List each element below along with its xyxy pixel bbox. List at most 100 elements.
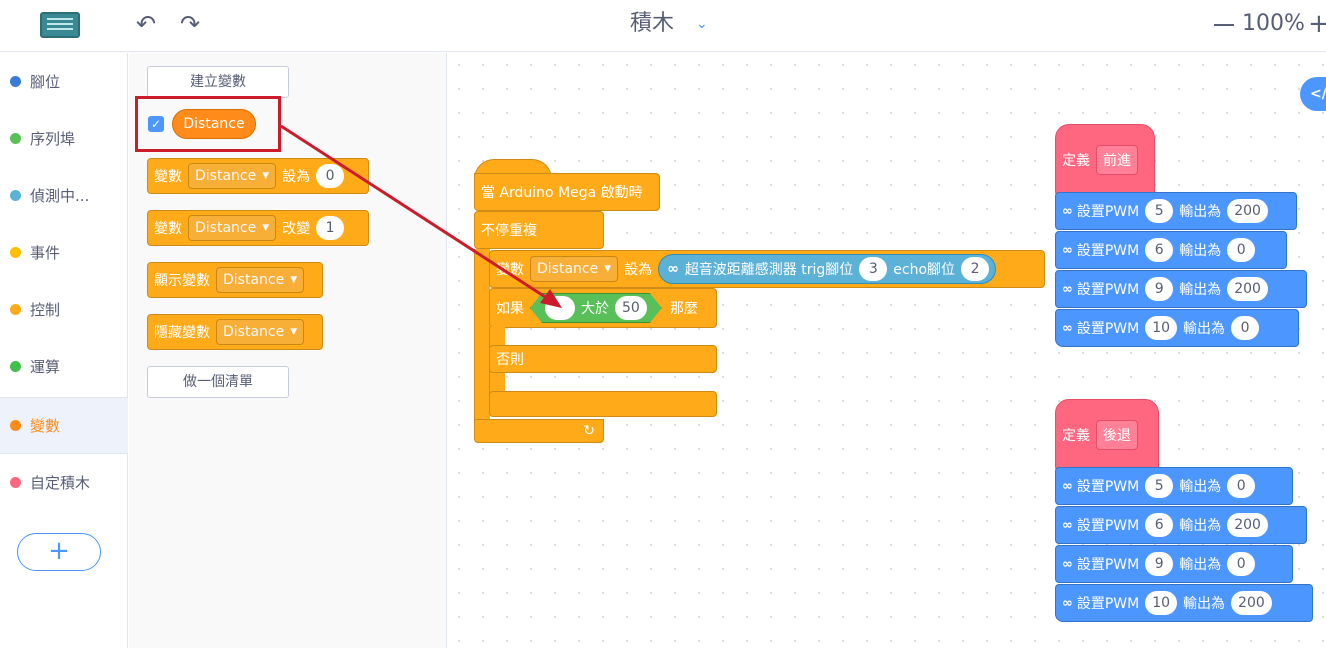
set-variable-block[interactable]: 變數 Distance▼ 設為 ∞ 超音波距離感測器 trig腳位 3 echo… bbox=[489, 250, 1045, 288]
value-input[interactable]: 200 bbox=[1227, 199, 1268, 223]
chevron-down-icon: ⌄ bbox=[696, 16, 708, 32]
link-icon: ∞ bbox=[1062, 242, 1073, 258]
category-events[interactable]: 事件 bbox=[0, 224, 128, 281]
category-label: 腳位 bbox=[30, 73, 61, 91]
dropdown-caret-icon: ▼ bbox=[604, 264, 612, 274]
block-label: 設為 bbox=[282, 169, 311, 185]
category-operators[interactable]: 運算 bbox=[0, 338, 128, 395]
set-pwm-block[interactable]: ∞ 設置PWM 6 輸出為 200 bbox=[1055, 506, 1307, 544]
variable-dropdown[interactable]: Distance▼ bbox=[216, 319, 305, 345]
create-variable-button[interactable]: 建立變數 bbox=[147, 66, 289, 98]
pin-input[interactable]: 6 bbox=[1145, 238, 1174, 262]
set-pwm-block[interactable]: ∞ 設置PWM 10 輸出為 200 bbox=[1055, 584, 1313, 622]
zoom-in-icon[interactable]: + bbox=[1308, 9, 1326, 39]
set-pwm-block[interactable]: ∞ 設置PWM 5 輸出為 0 bbox=[1055, 467, 1293, 505]
pin-input[interactable]: 6 bbox=[1145, 513, 1174, 537]
category-label: 變數 bbox=[30, 417, 61, 435]
echo-pin-input[interactable]: 2 bbox=[961, 257, 990, 281]
mode-selector[interactable]: 積木 ⌄ bbox=[630, 8, 708, 40]
set-pwm-block[interactable]: ∞ 設置PWM 10 輸出為 0 bbox=[1055, 309, 1299, 347]
zoom-level: 100% bbox=[1242, 11, 1305, 36]
value-input[interactable]: 0 bbox=[1227, 474, 1256, 498]
value-input[interactable]: 200 bbox=[1227, 277, 1268, 301]
block-label: 隱藏變數 bbox=[154, 325, 210, 341]
make-list-button[interactable]: 做一個清單 bbox=[147, 366, 289, 398]
pin-input[interactable]: 5 bbox=[1145, 474, 1174, 498]
category-sensing[interactable]: 偵測中... bbox=[0, 167, 128, 224]
category-serial[interactable]: 序列埠 bbox=[0, 110, 128, 167]
category-pins[interactable]: 腳位 bbox=[0, 53, 128, 110]
block-label: 定義 bbox=[1062, 153, 1090, 169]
block-label: 設置PWM bbox=[1076, 518, 1140, 534]
compare-right-input[interactable]: 50 bbox=[615, 296, 647, 320]
value-input[interactable]: 0 bbox=[1227, 552, 1256, 576]
category-dot-icon bbox=[10, 361, 21, 372]
trig-pin-input[interactable]: 3 bbox=[859, 257, 888, 281]
loop-arrow-icon: ↻ bbox=[583, 423, 595, 439]
pin-input[interactable]: 9 bbox=[1145, 552, 1174, 576]
reporter-label: echo腳位 bbox=[893, 262, 956, 278]
value-input[interactable]: 200 bbox=[1231, 591, 1272, 615]
value-input[interactable]: 0 bbox=[316, 164, 345, 188]
operator-label: 大於 bbox=[581, 301, 609, 317]
dropdown-caret-icon: ▼ bbox=[262, 223, 270, 233]
when-start-hat-block[interactable]: 當 Arduino Mega 啟動時 bbox=[474, 173, 660, 211]
pin-input[interactable]: 9 bbox=[1145, 277, 1174, 301]
redo-icon[interactable]: ↷ bbox=[180, 10, 201, 38]
dropdown-value: Distance bbox=[195, 168, 257, 184]
code-view-toggle-icon[interactable]: </ bbox=[1300, 77, 1326, 111]
variable-reporter-block[interactable]: Distance bbox=[172, 109, 256, 139]
dropdown-caret-icon: ▼ bbox=[290, 327, 298, 337]
set-pwm-block[interactable]: ∞ 設置PWM 9 輸出為 200 bbox=[1055, 270, 1307, 308]
value-input[interactable]: 200 bbox=[1227, 513, 1268, 537]
compare-left-input[interactable] bbox=[545, 296, 575, 320]
pin-input[interactable]: 5 bbox=[1145, 199, 1174, 223]
link-icon: ∞ bbox=[1062, 517, 1073, 533]
link-icon: ∞ bbox=[1062, 320, 1073, 336]
set-pwm-block[interactable]: ∞ 設置PWM 6 輸出為 0 bbox=[1055, 231, 1287, 269]
category-control[interactable]: 控制 bbox=[0, 281, 128, 338]
variable-dropdown[interactable]: Distance▼ bbox=[530, 256, 619, 282]
forever-block-bottom: ↻ bbox=[474, 419, 604, 443]
pin-input[interactable]: 10 bbox=[1145, 591, 1178, 615]
script-canvas[interactable]: </ 當 Arduino Mega 啟動時 不停重複 ↻ 變數 Distance… bbox=[447, 53, 1326, 648]
show-variable-block[interactable]: 顯示變數 Distance▼ bbox=[147, 262, 323, 298]
value-input[interactable]: 1 bbox=[316, 216, 345, 240]
set-variable-block[interactable]: 變數 Distance▼ 設為 0 bbox=[147, 158, 369, 194]
block-label: 設置PWM bbox=[1076, 282, 1140, 298]
if-else-block[interactable]: 如果 大於 50 那麼 bbox=[489, 288, 717, 328]
define-backward-block[interactable]: 定義 後退 bbox=[1055, 399, 1159, 471]
define-forward-block[interactable]: 定義 前進 bbox=[1055, 124, 1155, 196]
add-extension-button[interactable]: + bbox=[17, 533, 101, 571]
set-pwm-block[interactable]: ∞ 設置PWM 5 輸出為 200 bbox=[1055, 192, 1297, 230]
forever-block[interactable]: 不停重複 bbox=[474, 211, 604, 249]
link-icon: ∞ bbox=[667, 261, 679, 277]
block-label: 顯示變數 bbox=[154, 273, 210, 289]
pin-input[interactable]: 10 bbox=[1145, 316, 1178, 340]
block-label: 變數 bbox=[496, 262, 524, 278]
category-variables[interactable]: 變數 bbox=[0, 397, 128, 454]
category-dot-icon bbox=[10, 477, 21, 488]
ultrasonic-sensor-reporter[interactable]: ∞ 超音波距離感測器 trig腳位 3 echo腳位 2 bbox=[658, 254, 997, 284]
undo-icon[interactable]: ↶ bbox=[136, 10, 157, 38]
value-input[interactable]: 0 bbox=[1227, 238, 1256, 262]
hide-variable-block[interactable]: 隱藏變數 Distance▼ bbox=[147, 314, 323, 350]
category-dot-icon bbox=[10, 420, 21, 431]
zoom-out-icon[interactable] bbox=[1214, 24, 1234, 26]
variable-dropdown[interactable]: Distance▼ bbox=[188, 163, 277, 189]
variable-dropdown[interactable]: Distance▼ bbox=[188, 215, 277, 241]
category-my-blocks[interactable]: 自定積木 bbox=[0, 454, 128, 511]
variable-dropdown[interactable]: Distance▼ bbox=[216, 267, 305, 293]
variable-checkbox[interactable]: ✓ bbox=[148, 116, 164, 132]
dropdown-caret-icon: ▼ bbox=[290, 275, 298, 285]
set-pwm-block[interactable]: ∞ 設置PWM 9 輸出為 0 bbox=[1055, 545, 1293, 583]
block-label: 設置PWM bbox=[1076, 479, 1140, 495]
block-label: 不停重複 bbox=[481, 223, 537, 239]
block-label: 那麼 bbox=[669, 301, 698, 317]
value-input[interactable]: 0 bbox=[1231, 316, 1260, 340]
change-variable-block[interactable]: 變數 Distance▼ 改變 1 bbox=[147, 210, 369, 246]
greater-than-block[interactable]: 大於 50 bbox=[530, 293, 662, 323]
block-label: 設為 bbox=[624, 262, 653, 278]
category-dot-icon bbox=[10, 304, 21, 315]
block-label: 如果 bbox=[496, 301, 524, 317]
